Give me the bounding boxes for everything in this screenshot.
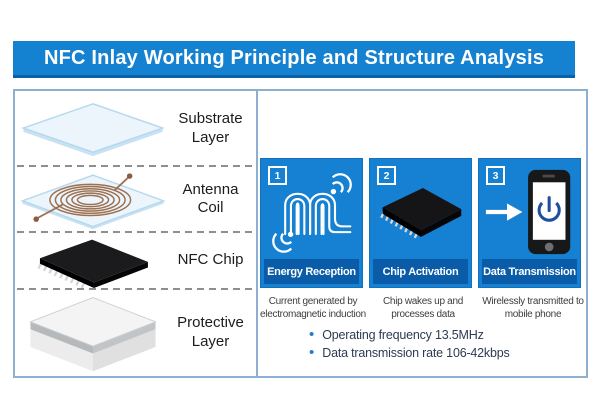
step-title: Data Transmission xyxy=(483,265,576,278)
step-number-badge: 2 xyxy=(377,166,396,185)
layer-row-chip: NFC Chip xyxy=(15,232,256,290)
step-box-energy-reception: 1 xyxy=(260,158,363,288)
step-number-badge: 1 xyxy=(268,166,287,185)
layer-row-antenna: Antenna Coil xyxy=(15,166,256,233)
layer-label-chip: NFC Chip xyxy=(177,251,244,269)
step-number-badge: 3 xyxy=(486,166,505,185)
step-box-chip-activation: 2 Chip Activation xyxy=(369,158,472,288)
step-captions: Current generated by electromagnetic ind… xyxy=(258,295,588,321)
step-caption-energy: Current generated by electromagnetic ind… xyxy=(260,296,366,321)
step-title-strip: Data Transmission xyxy=(482,259,577,284)
layer-row-protective: Protective Layer xyxy=(15,289,256,376)
step-title-strip: Chip Activation xyxy=(373,259,468,284)
layer-row-substrate: Substrate Layer xyxy=(15,91,256,167)
page-title: NFC Inlay Working Principle and Structur… xyxy=(43,46,545,69)
antenna-coil-icon xyxy=(15,166,171,232)
chip-icon xyxy=(379,188,461,239)
bullet-icon: • xyxy=(309,326,315,343)
layer-label-antenna: Antenna Coil xyxy=(182,180,239,216)
bullet-icon: • xyxy=(309,344,315,361)
coil-signal-icon xyxy=(271,173,352,253)
step-title: Chip Activation xyxy=(382,265,459,278)
step-caption-chip: Chip wakes up and processes data xyxy=(383,296,463,321)
smartphone-icon xyxy=(527,169,570,255)
structure-panel: Substrate Layer xyxy=(13,89,258,378)
protective-slab-icon xyxy=(15,293,171,373)
layer-label-protective: Protective Layer xyxy=(177,314,244,350)
power-icon xyxy=(537,196,561,222)
step-title-strip: Energy Reception xyxy=(264,259,359,284)
layer-label-substrate: Substrate Layer xyxy=(178,110,243,146)
spec-item-frequency: • Operating frequency 13.5MHz xyxy=(309,327,537,342)
spec-item-data-rate: • Data transmission rate 106-42kbps xyxy=(309,345,537,360)
title-bar: NFC Inlay Working Principle and Structur… xyxy=(13,41,575,78)
step-box-data-transmission: 3 xyxy=(478,158,581,288)
nfc-chip-icon xyxy=(15,234,171,288)
spec-text: Data transmission rate 106-42kbps xyxy=(322,345,510,360)
arrow-right-icon xyxy=(485,203,522,221)
specs-list: • Operating frequency 13.5MHz • Data tra… xyxy=(258,327,588,360)
steps-row: 1 xyxy=(260,158,582,288)
working-principle-panel: 1 xyxy=(258,89,588,378)
step-caption-transmission: Wirelessly transmitted to mobile phone xyxy=(482,296,584,321)
spec-text: Operating frequency 13.5MHz xyxy=(322,327,484,342)
substrate-sheet-icon xyxy=(15,100,171,158)
step-title: Energy Reception xyxy=(267,265,356,278)
arrow-phone-icon xyxy=(485,169,570,255)
